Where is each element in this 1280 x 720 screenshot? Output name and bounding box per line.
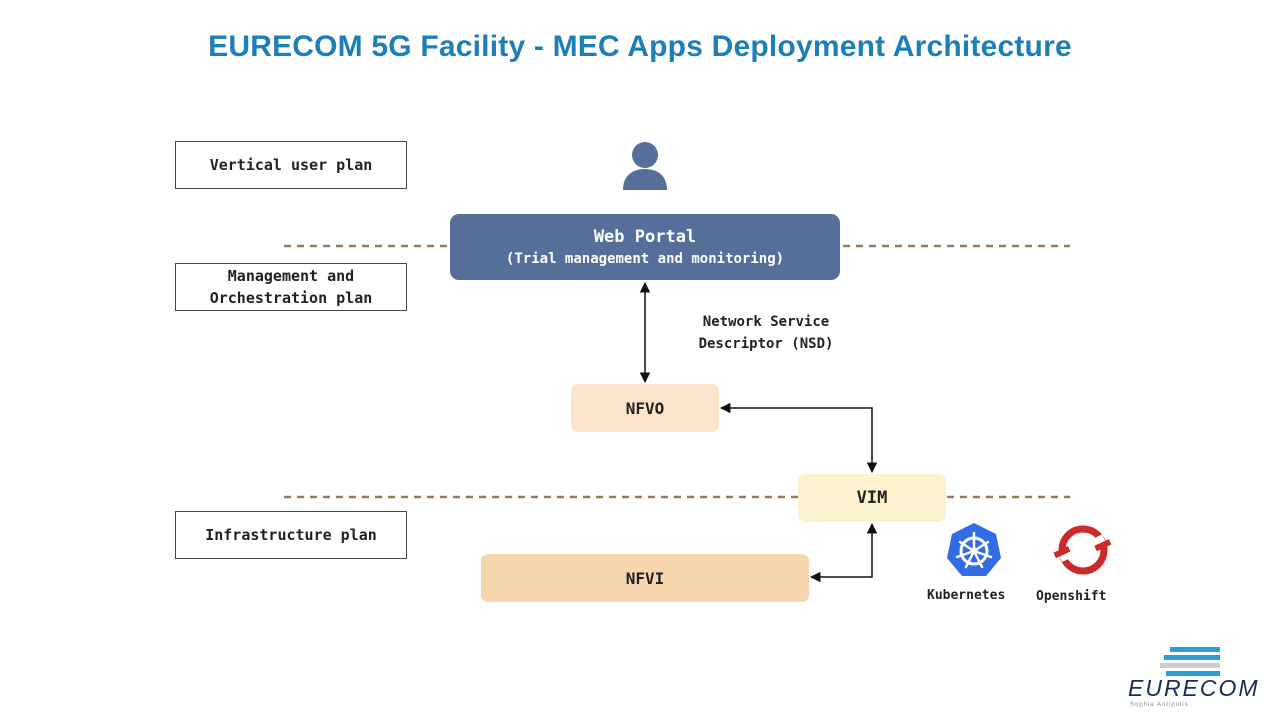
eurecom-wordmark: EURECOM — [1128, 675, 1260, 701]
vim-node: VIM — [798, 474, 946, 522]
kubernetes-label: Kubernetes — [927, 588, 1006, 603]
eurecom-tagline: Sophia Antipolis — [1130, 702, 1189, 708]
nfvi-node: NFVI — [481, 554, 809, 602]
eurecom-logo-icon — [1160, 647, 1220, 676]
openshift-label: Openshift — [1036, 589, 1107, 604]
infrastructure-plan-label: Infrastructure plan — [175, 511, 407, 559]
nsd-label: Network Service Descriptor (NSD) — [698, 314, 834, 352]
user-icon — [623, 142, 667, 190]
kubernetes-icon — [947, 523, 1001, 576]
web-portal-node: Web Portal (Trial management and monitor… — [450, 214, 840, 280]
diagram-title: EURECOM 5G Facility - MEC Apps Deploymen… — [208, 30, 1072, 63]
vertical-user-plan-label: Vertical user plan — [175, 141, 407, 189]
web-portal-title: Web Portal — [593, 227, 697, 247]
nfvo-node: NFVO — [571, 384, 719, 432]
management-orchestration-plan-label: Management and Orchestration plan — [175, 263, 407, 311]
arrow-nfvo-vim — [719, 402, 878, 474]
web-portal-subtitle: (Trial management and monitoring) — [505, 251, 785, 267]
openshift-icon — [1053, 525, 1112, 575]
arrow-vim-nfvi — [809, 522, 878, 583]
